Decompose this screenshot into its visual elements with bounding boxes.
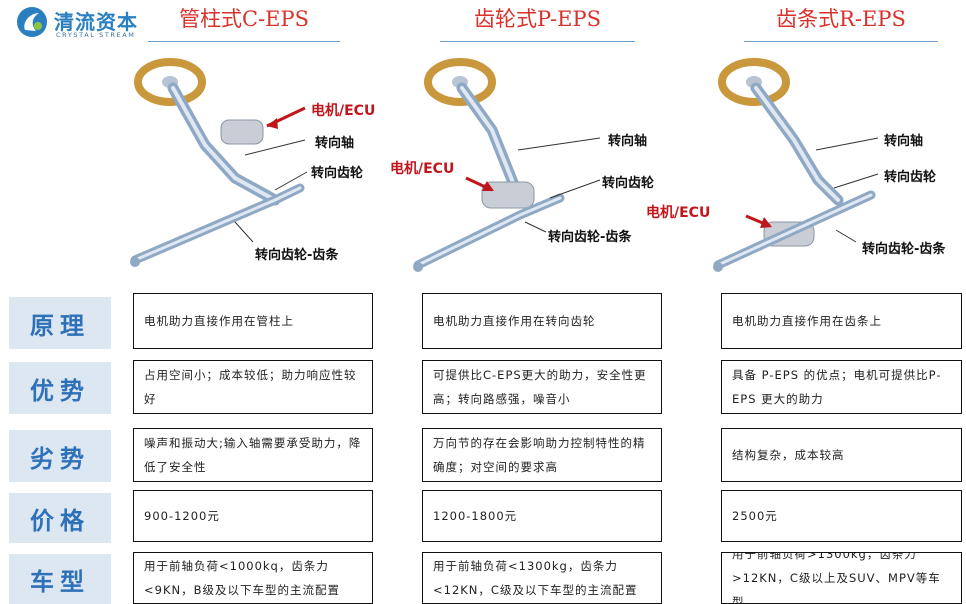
cell-vehicle-r-eps: 用于前轴负荷>1300kg，齿条力>12KN，C级以上及SUV、MPV等车型 [721, 552, 962, 604]
cell-price-c-eps: 900-1200元 [133, 490, 373, 542]
row-label-price: 价格 [9, 493, 111, 543]
cell-disadvantage-c-eps: 噪声和振动大;输入轴需要承受助力，降低了安全性 [133, 428, 373, 482]
p-eps-pinion-label: 转向齿轮 [602, 176, 655, 191]
logo-name: 清流资本 [54, 10, 138, 34]
cell-advantage-p-eps: 可提供比C-EPS更大的助力，安全性更高；转向路感强，噪音小 [422, 360, 662, 414]
logo-droplet-icon [17, 7, 47, 37]
c-eps-rack-label: 转向齿轮-齿条 [255, 248, 339, 263]
r-eps-diagram [713, 58, 879, 272]
logo-subtitle: CRYSTAL STREAM [56, 31, 136, 39]
row-label-disadvantage: 劣势 [9, 430, 111, 482]
p-eps-shaft-label: 转向轴 [608, 134, 648, 149]
cell-disadvantage-r-eps: 结构复杂，成本较高 [721, 428, 962, 482]
cell-price-p-eps: 1200-1800元 [422, 490, 662, 542]
column-title-p-eps: 齿轮式P-EPS [440, 4, 635, 42]
p-eps-illustration: 电机/ECU 转向轴 转向齿轮 转向齿轮-齿条 [390, 50, 680, 280]
c-eps-illustration: 电机/ECU 转向轴 转向齿轮 转向齿轮-齿条 [125, 50, 385, 280]
cell-price-r-eps: 2500元 [721, 490, 962, 542]
p-eps-rack-label: 转向齿轮-齿条 [548, 230, 632, 245]
row-label-principle: 原理 [9, 297, 111, 349]
cell-vehicle-p-eps: 用于前轴负荷<1300kg，齿条力<12KN，C级及以下车型的主流配置 [422, 552, 662, 604]
cell-principle-r-eps: 电机助力直接作用在齿条上 [721, 293, 962, 349]
cell-advantage-c-eps: 占用空间小；成本较低；助力响应性较好 [133, 360, 373, 414]
cell-vehicle-c-eps: 用于前轴负荷<1000kq，齿条力<9KN，B级及以下车型的主流配置 [133, 552, 373, 604]
c-eps-motor-label: 电机/ECU [311, 103, 376, 119]
r-eps-shaft-label: 转向轴 [884, 134, 924, 149]
r-eps-rack-label: 转向齿轮-齿条 [862, 242, 946, 257]
r-eps-pinion-label: 转向齿轮 [884, 170, 937, 185]
row-label-vehicle-type: 车型 [9, 554, 111, 604]
column-title-c-eps: 管柱式C-EPS [148, 4, 340, 42]
c-eps-diagram [130, 58, 308, 267]
row-label-advantage: 优势 [9, 362, 111, 414]
cell-principle-p-eps: 电机助力直接作用在转向齿轮 [422, 293, 662, 349]
cell-disadvantage-p-eps: 万向节的存在会影响助力控制特性的精确度；对空间的要求高 [422, 428, 662, 482]
p-eps-motor-label: 电机/ECU [390, 161, 455, 177]
r-eps-illustration: 电机/ECU 转向轴 转向齿轮 转向齿轮-齿条 [646, 50, 966, 280]
cell-advantage-r-eps: 具备 P-EPS 的优点；电机可提供比P-EPS 更大的助力 [721, 360, 962, 414]
p-eps-diagram [413, 58, 601, 272]
c-eps-shaft-label: 转向轴 [315, 136, 355, 151]
column-title-r-eps: 齿条式R-EPS [744, 4, 938, 42]
c-eps-pinion-label: 转向齿轮 [311, 166, 364, 181]
cell-principle-c-eps: 电机助力直接作用在管柱上 [133, 293, 373, 349]
r-eps-motor-label: 电机/ECU [646, 205, 711, 221]
brand-logo: 清流资本 CRYSTAL STREAM [14, 4, 154, 42]
